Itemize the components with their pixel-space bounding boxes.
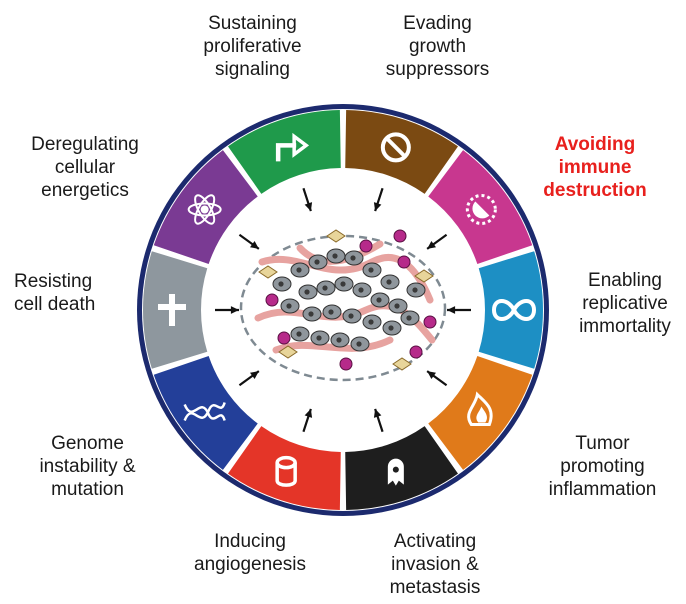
arrowhead-energetics [250,240,259,249]
atom-icon [187,194,222,225]
immune-cell-outline [465,193,497,225]
tumor-cell-nucleus [358,287,364,293]
arrowhead-immortality [447,306,456,314]
immune-cell-body [472,201,490,219]
vessel-wall [275,462,297,487]
migrating-cell-icon [387,458,404,486]
tumor-cell-nucleus [386,279,392,285]
segment-immortality [478,251,543,369]
arrowhead-angiogenesis [304,408,313,418]
tumor-cell-nucleus [356,341,362,347]
tumor-cell-nucleus [412,287,418,293]
prohibition-ring [380,132,411,163]
label-immortality: Enabling replicative immortality [579,270,671,337]
migrating-cell-nucleus [392,466,399,473]
arrowhead-genome [250,371,259,380]
atom-core [200,205,209,214]
label-angiogenesis: Inducing angiogenesis [194,531,306,575]
label-immune: Avoiding immune destruction [543,134,647,201]
arrowhead-immune [427,240,436,249]
arrowhead-proliferative [304,202,313,212]
tumor-cell-nucleus [332,253,338,259]
immune-cell [339,357,353,371]
tumor-cell-nucleus [376,297,382,303]
tumor-cell-nucleus [350,255,356,261]
vessel-icon [275,455,297,487]
dna-strand-a [183,402,226,422]
fibroblast [278,345,298,359]
tumor-cell-nucleus [328,309,334,315]
flame-inner [476,406,487,423]
tumor-cell-nucleus [304,289,310,295]
tumor-cell-nucleus [296,267,302,273]
tumor-cell-nucleus [322,285,328,291]
immune-cell [393,229,407,243]
immune-cell [359,239,373,253]
tumor-cell-nucleus [368,267,374,273]
dna-strand-b [183,403,226,421]
flame-icon [467,391,493,427]
tumor-cell-nucleus [340,281,346,287]
prohibition-icon [380,132,411,163]
segment-genome [153,355,258,470]
immune-cell [277,331,291,345]
immune-cell [265,293,279,307]
tumor-cell-nucleus [368,319,374,325]
tumor-cell-nucleus [314,259,320,265]
dna-icon [183,402,226,422]
label-energetics: Deregulating cellular energetics [31,134,139,201]
arrowhead-inflammation [427,371,436,380]
label-proliferative: Sustaining proliferative signaling [203,13,302,80]
immune-cell-icon [465,193,497,225]
tumor-cell-nucleus [286,303,292,309]
label-growth-suppressors: Evading growth suppressors [385,13,490,80]
tumor-cell-nucleus [278,281,284,287]
fibroblast [392,357,412,371]
flame-outer [467,391,493,427]
fibroblast [326,229,346,243]
label-cell-death: Resisting cell death [14,271,96,315]
tumor-cell-nucleus [406,315,412,321]
immune-cell [397,255,411,269]
immune-cell [423,315,437,329]
immune-cell [409,345,423,359]
segment-proliferative [227,110,341,194]
label-genome: Genome instability & mutation [39,433,136,500]
cross-horizontal [158,304,186,310]
prohibition-bar [385,136,407,158]
arrow-icon [275,132,310,162]
arrowhead-invasion [373,408,382,418]
fibroblast [258,265,278,279]
atom-orbit [194,194,216,225]
label-inflammation: Tumor promoting inflammation [548,433,657,500]
arrow-stem [275,143,297,162]
atom-orbit [187,202,222,217]
infinity-path [491,299,537,321]
arrowhead-cell-death [230,306,239,314]
tumor-cell-nucleus [394,303,400,309]
segment-cell-death [143,251,208,369]
tumor-cell-nucleus [336,337,342,343]
tumor-cell-nucleus [348,313,354,319]
arrowhead-growth-suppressors [373,202,382,212]
label-invasion: Activating invasion & metastasis [389,531,481,598]
tumor-cell-nucleus [296,331,302,337]
cross-icon [158,294,186,326]
arrow-head [292,132,310,158]
hallmark-icons [158,132,537,487]
atom-orbit [194,194,216,225]
fibroblast [414,269,434,283]
inward-arrows [215,187,471,433]
tumor-cell-nucleus [388,325,394,331]
tumor-cell-nucleus [316,335,322,341]
tumor-microenvironment [239,229,447,382]
tumor-cell-nucleus [308,311,314,317]
infinity-icon [491,299,537,321]
